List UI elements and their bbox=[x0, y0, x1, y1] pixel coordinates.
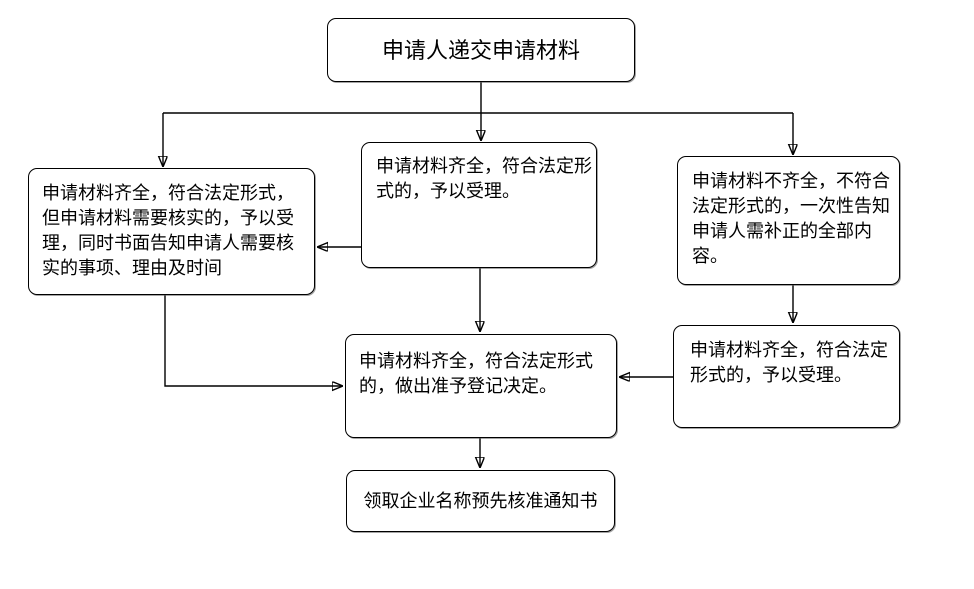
node-registration-approval-decision: 申请材料齐全，符合法定形式 的，做出准予登记决定。 bbox=[345, 334, 617, 438]
node-materials-corrected-accepted: 申请材料齐全，符合法定 形式的，予以受理。 bbox=[673, 325, 900, 428]
node-applicant-submit-materials: 申请人递交申请材料 bbox=[327, 18, 635, 82]
node-receive-name-preapproval-notice: 领取企业名称预先核准通知书 bbox=[346, 470, 615, 532]
node-materials-complete-accepted: 申请材料齐全，符合法定形 式的，予以受理。 bbox=[361, 142, 597, 268]
node-materials-incomplete-notify: 申请材料不齐全，不符合 法定形式的，一次性告知 申请人需补正的全部内 容。 bbox=[677, 156, 900, 285]
node-accepted-needs-verification: 申请材料齐全，符合法定形式， 但申请材料需要核实的，予以受 理，同时书面告知申请… bbox=[28, 168, 315, 295]
connector-left-to-decision bbox=[164, 295, 342, 386]
